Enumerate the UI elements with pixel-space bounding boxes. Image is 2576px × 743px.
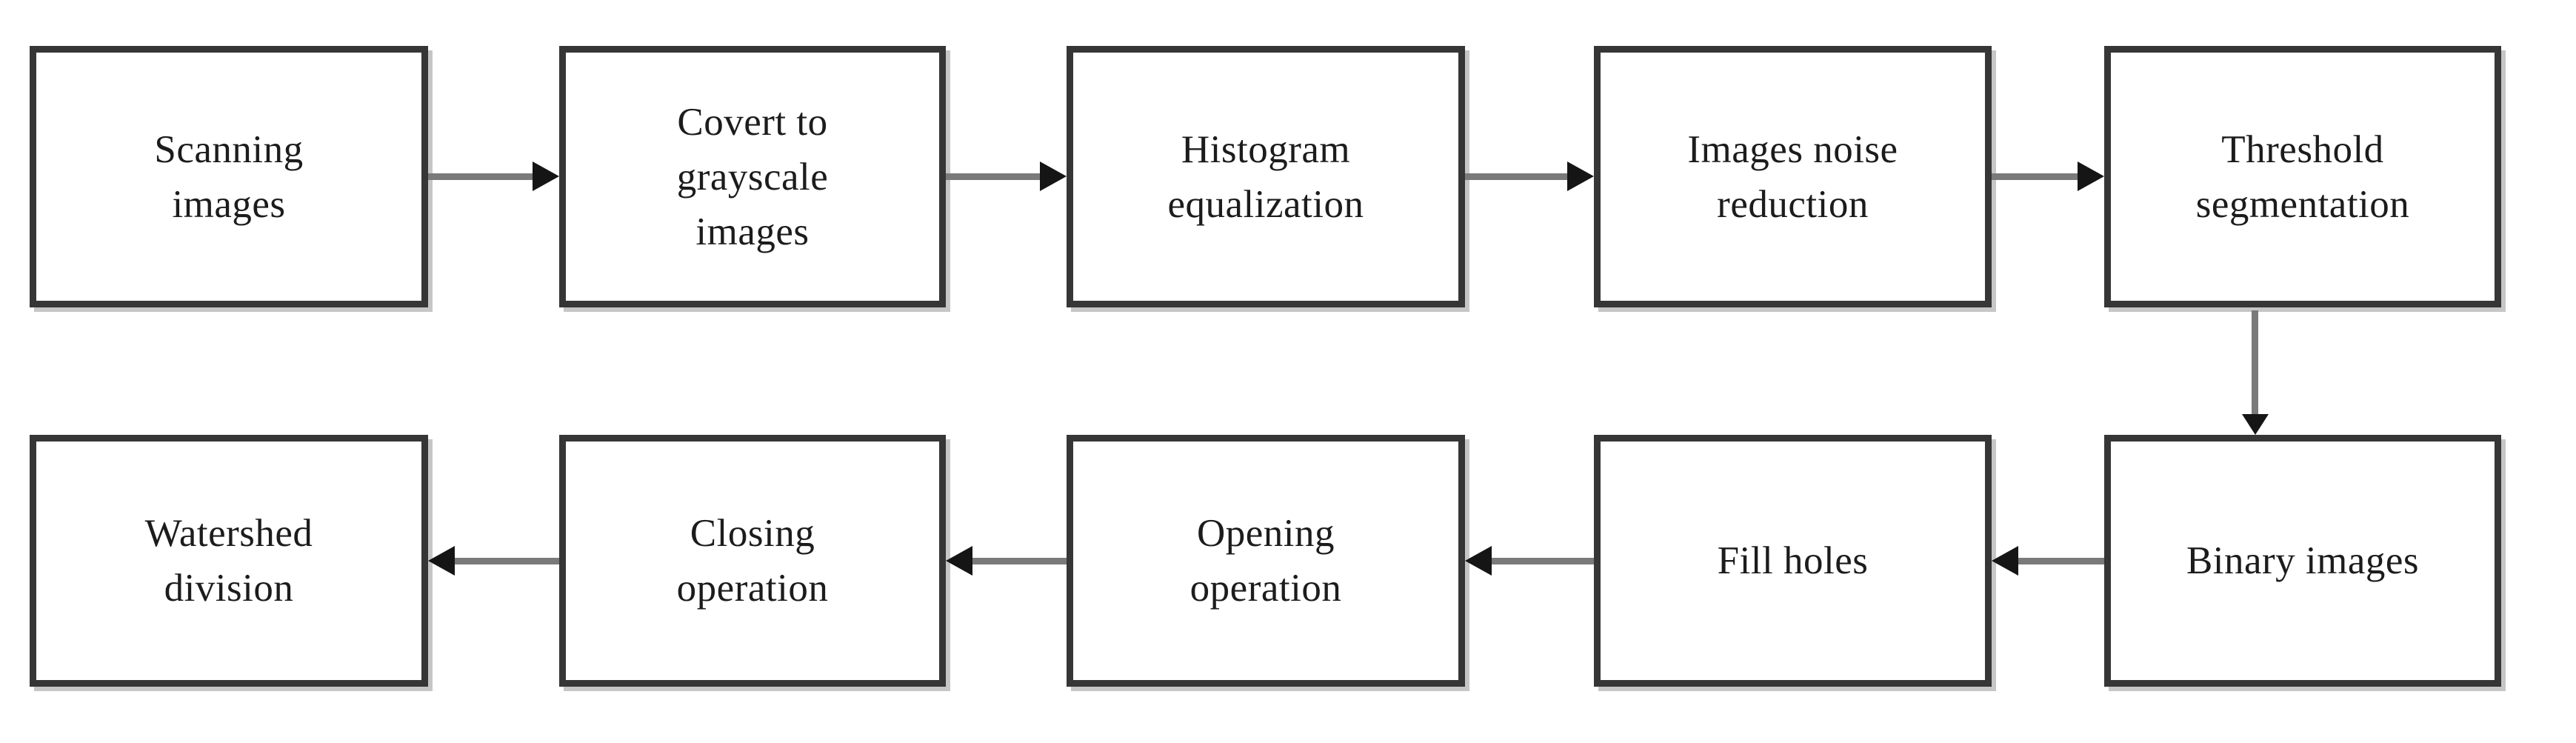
node-fill-holes-label: Fill holes [1717,539,1869,582]
node-threshold-segmentation-label: Threshold segmentation [2195,127,2410,226]
node-watershed-division: Watershed division [30,435,428,687]
node-histogram-equalization-label: Histogram equalization [1167,127,1364,226]
arrow-head-left-icon [428,546,455,576]
arrow-fill-to-opening [1465,546,1594,576]
arrow-head-down-icon [2242,414,2269,435]
node-covert-to-grayscale-images: Covert to grayscale images [559,46,946,307]
arrow-shaft [1992,173,2081,180]
arrow-opening-to-closing [946,546,1067,576]
arrow-closing-to-watershed [428,546,559,576]
node-opening-operation-label: Opening operation [1189,512,1342,610]
arrow-shaft [946,173,1043,180]
arrow-shaft [428,173,535,180]
node-images-noise-reduction: Images noise reduction [1594,46,1992,307]
node-threshold-segmentation: Threshold segmentation [2104,46,2501,307]
arrow-binary-to-fill [1992,546,2104,576]
arrow-head-left-icon [1992,546,2018,576]
arrow-scanning-to-covert [428,161,559,191]
arrow-covert-to-histogram [946,161,1067,191]
arrow-head-right-icon [1040,161,1067,191]
arrow-head-right-icon [1567,161,1594,191]
arrow-shaft [452,558,559,564]
node-closing-operation: Closing operation [559,435,946,687]
arrow-noise-to-threshold [1992,161,2104,191]
node-watershed-division-label: Watershed division [144,512,313,610]
node-binary-images: Binary images [2104,435,2501,687]
node-scanning-images: Scanning images [30,46,428,307]
arrow-head-left-icon [946,546,972,576]
arrow-head-left-icon [1465,546,1492,576]
node-binary-images-label: Binary images [2186,539,2420,582]
arrow-histogram-to-noise [1465,161,1594,191]
node-images-noise-reduction-label: Images noise reduction [1687,127,1898,226]
arrow-shaft [1489,558,1594,564]
node-histogram-equalization: Histogram equalization [1067,46,1465,307]
node-scanning-images-label: Scanning images [154,127,304,226]
arrow-shaft [2015,558,2104,564]
node-covert-to-grayscale-images-label: Covert to grayscale images [676,100,829,253]
arrow-shaft [1465,173,1570,180]
node-opening-operation: Opening operation [1067,435,1465,687]
node-closing-operation-label: Closing operation [676,512,829,610]
arrow-shaft [2252,310,2258,416]
node-fill-holes: Fill holes [1594,435,1992,687]
arrow-threshold-to-binary [2242,310,2269,435]
arrow-head-right-icon [2078,161,2104,191]
arrow-head-right-icon [533,161,559,191]
arrow-shaft [970,558,1067,564]
